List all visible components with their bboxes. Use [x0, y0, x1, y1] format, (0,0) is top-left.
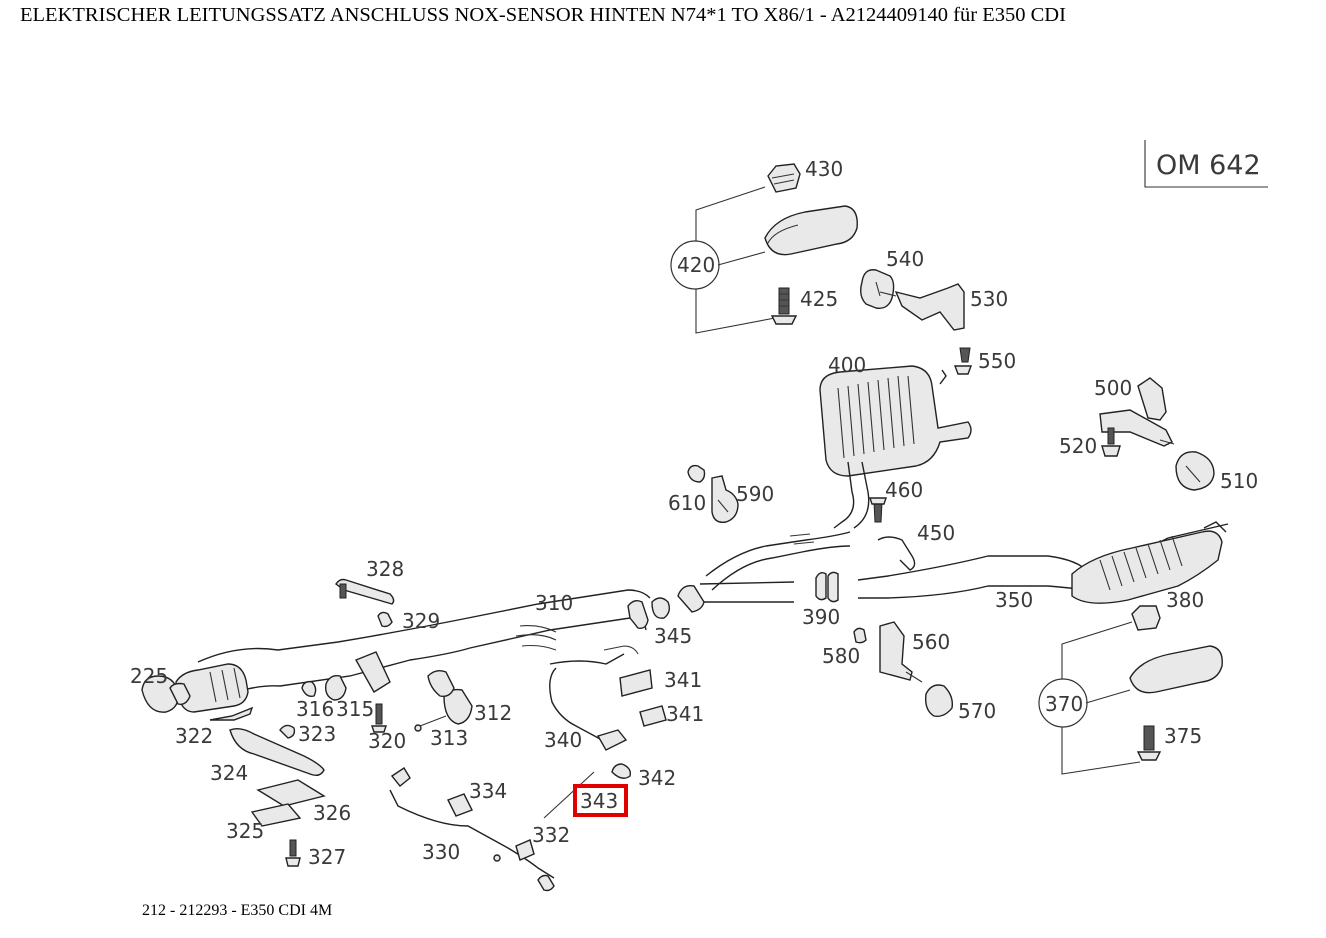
- engine-label: OM 642: [1156, 150, 1261, 181]
- bracket-group-324[interactable]: [209, 706, 326, 867]
- part-label-430[interactable]: 430: [805, 157, 843, 181]
- part-label-341-upper[interactable]: 341: [664, 668, 702, 692]
- part-label-420[interactable]: 420: [677, 253, 715, 277]
- part-label-370[interactable]: 370: [1045, 692, 1083, 716]
- part-label-326[interactable]: 326: [313, 801, 351, 825]
- part-label-610[interactable]: 610: [668, 491, 706, 515]
- diagram-reference: 212 - 212293 - E350 CDI 4M: [142, 902, 333, 919]
- part-label-520[interactable]: 520: [1059, 434, 1097, 458]
- part-label-550[interactable]: 550: [978, 349, 1016, 373]
- hanger-group-500[interactable]: [1099, 377, 1215, 491]
- part-label-332[interactable]: 332: [532, 823, 570, 847]
- part-label-313[interactable]: 313: [430, 726, 468, 750]
- bracket-group-328[interactable]: [335, 578, 395, 628]
- part-label-312[interactable]: 312: [474, 701, 512, 725]
- part-label-560[interactable]: 560: [912, 630, 950, 654]
- engine-label-box: OM 642: [1144, 140, 1268, 188]
- exhaust-pipe-center-350-310[interactable]: [141, 521, 1229, 713]
- part-label-320[interactable]: 320: [368, 729, 406, 753]
- part-label-540[interactable]: 540: [886, 247, 924, 271]
- part-label-342[interactable]: 342: [638, 766, 676, 790]
- part-label-322[interactable]: 322: [175, 724, 213, 748]
- nox-sensor-harness-340[interactable]: [543, 645, 667, 819]
- part-label-400[interactable]: 400: [828, 353, 866, 377]
- rear-hanger-group-530[interactable]: [859, 269, 973, 375]
- part-label-500[interactable]: 500: [1094, 376, 1132, 400]
- part-label-329[interactable]: 329: [402, 609, 440, 633]
- part-label-225[interactable]: 225: [130, 664, 168, 688]
- tailpipe-trim-group-420[interactable]: [670, 163, 858, 334]
- part-label-570[interactable]: 570: [958, 699, 996, 723]
- part-label-324[interactable]: 324: [210, 761, 248, 785]
- mount-group-312[interactable]: [414, 669, 473, 732]
- part-label-460[interactable]: 460: [885, 478, 923, 502]
- part-label-380[interactable]: 380: [1166, 588, 1204, 612]
- part-label-530[interactable]: 530: [970, 287, 1008, 311]
- part-label-316[interactable]: 316: [296, 697, 334, 721]
- part-label-334[interactable]: 334: [469, 779, 507, 803]
- part-label-390[interactable]: 390: [802, 605, 840, 629]
- mount-group-315[interactable]: [301, 651, 391, 733]
- part-label-450[interactable]: 450: [917, 521, 955, 545]
- part-label-327[interactable]: 327: [308, 845, 346, 869]
- part-label-350[interactable]: 350: [995, 588, 1033, 612]
- hanger-group-560[interactable]: [853, 621, 954, 718]
- part-label-341-lower[interactable]: 341: [666, 702, 704, 726]
- part-label-510[interactable]: 510: [1220, 469, 1258, 493]
- part-label-425[interactable]: 425: [800, 287, 838, 311]
- tailpipe-trim-group-370[interactable]: [1038, 605, 1223, 775]
- part-label-590[interactable]: 590: [736, 482, 774, 506]
- part-label-325[interactable]: 325: [226, 819, 264, 843]
- part-label-310[interactable]: 310: [535, 591, 573, 615]
- bracket-group-450[interactable]: [869, 497, 916, 571]
- part-label-375[interactable]: 375: [1164, 724, 1202, 748]
- part-label-345[interactable]: 345: [654, 624, 692, 648]
- part-label-580[interactable]: 580: [822, 644, 860, 668]
- highlight-box-343: [573, 784, 628, 817]
- part-label-330[interactable]: 330: [422, 840, 460, 864]
- page-title: ELEKTRISCHER LEITUNGSSATZ ANSCHLUSS NOX-…: [20, 4, 1066, 26]
- rear-muffler-400[interactable]: [819, 365, 972, 529]
- nox-sensor-330[interactable]: [389, 767, 555, 892]
- hanger-group-590[interactable]: [687, 464, 739, 523]
- part-label-315[interactable]: 315: [336, 697, 374, 721]
- part-label-323[interactable]: 323: [298, 722, 336, 746]
- part-number-labels: 430 420 425 540 530 550 400 500 520 510 …: [130, 157, 1258, 869]
- part-label-343[interactable]: 343: [580, 789, 618, 813]
- part-label-328[interactable]: 328: [366, 557, 404, 581]
- part-label-340[interactable]: 340: [544, 728, 582, 752]
